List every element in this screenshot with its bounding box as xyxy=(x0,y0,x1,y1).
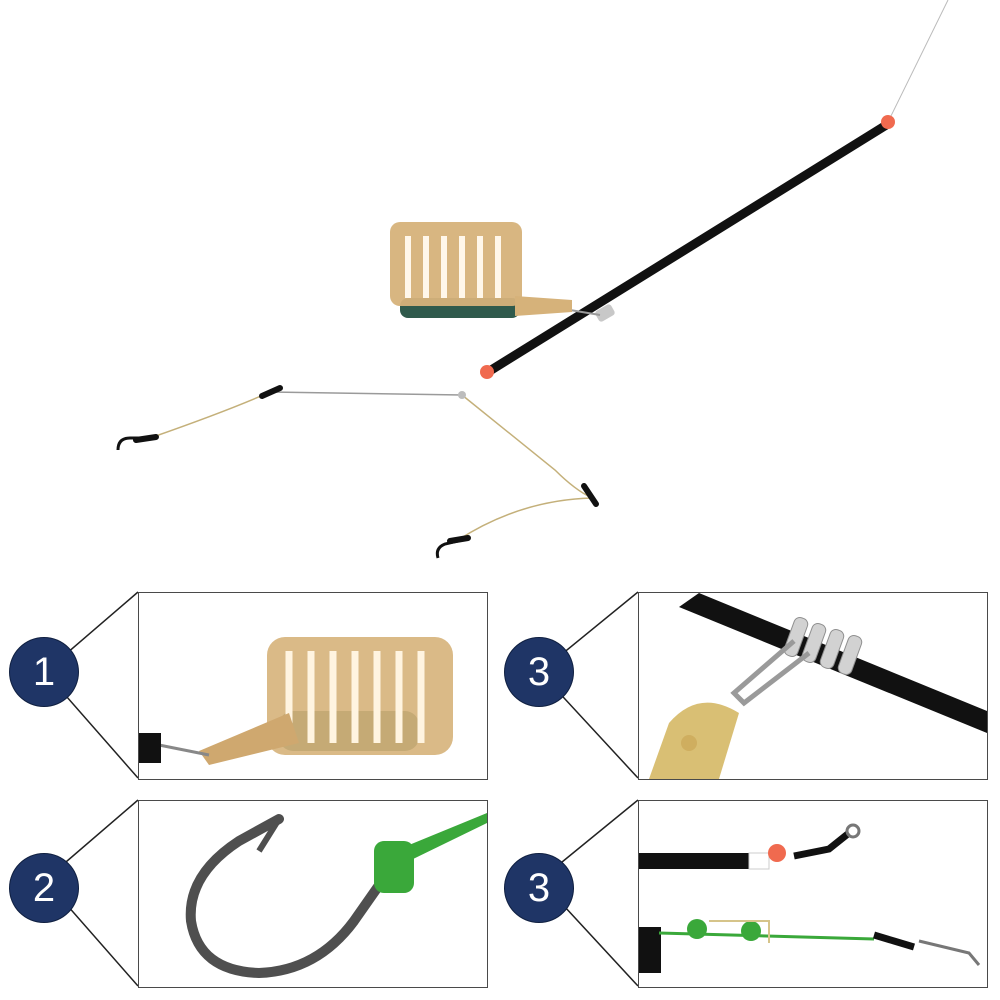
cage-feeder-closeup xyxy=(139,637,453,765)
detail-beads-swivel xyxy=(638,800,988,988)
badge-1: 1 xyxy=(10,638,78,706)
cage-feeder xyxy=(390,222,572,318)
hook-closeup xyxy=(185,813,487,979)
rod-tube xyxy=(483,119,893,377)
badge-2: 2 xyxy=(10,854,78,922)
spring-connector-closeup xyxy=(649,593,987,779)
detail-spring-connector xyxy=(638,592,988,780)
hook-icons xyxy=(116,385,599,559)
hook-leaders xyxy=(149,391,593,541)
bead-lower xyxy=(480,365,494,379)
bead-top xyxy=(881,115,895,129)
badge-3-top: 3 xyxy=(505,638,573,706)
spring-connector xyxy=(595,304,615,322)
badge-3-bottom: 3 xyxy=(505,854,573,922)
beads-swivel-closeup xyxy=(639,823,981,973)
fishing-rig-illustration xyxy=(116,0,949,559)
main-line xyxy=(887,0,949,123)
detail-hook xyxy=(138,800,488,988)
detail-cage-feeder xyxy=(138,592,488,780)
